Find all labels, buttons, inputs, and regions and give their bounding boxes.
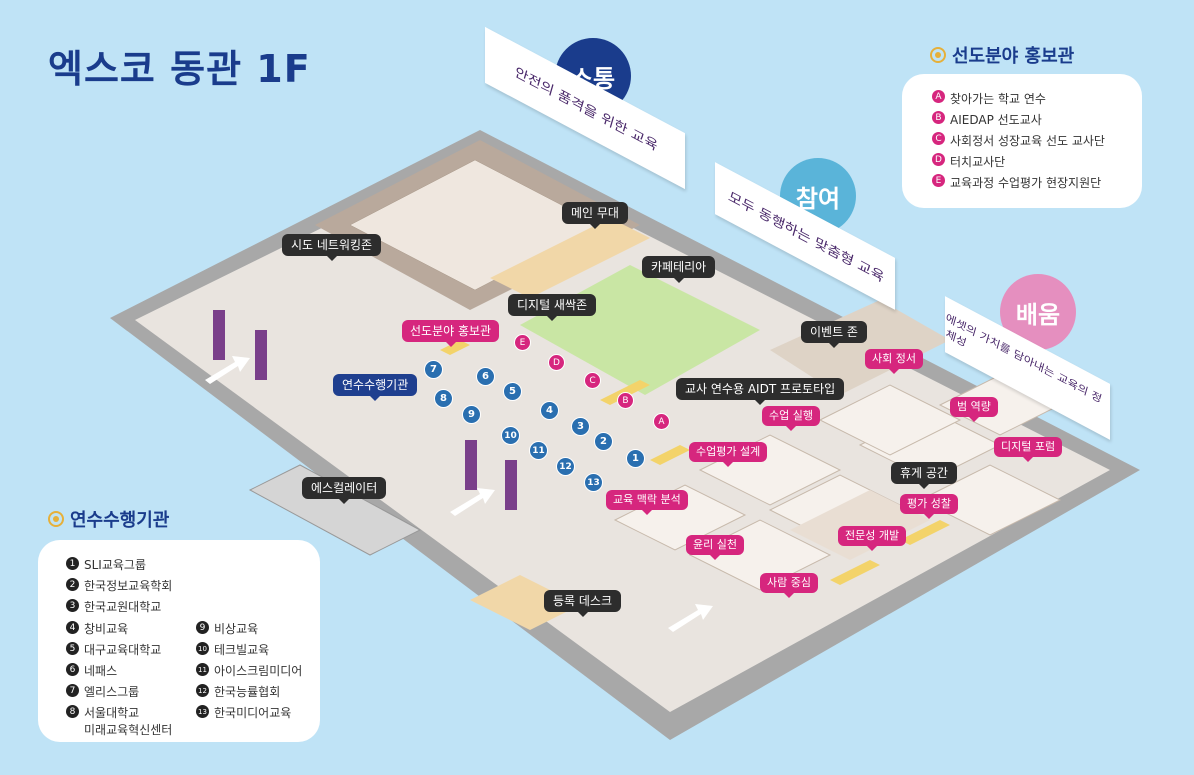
page-title: 엑스코 동관 1F xyxy=(48,47,311,91)
label-edu-context[interactable]: 교육 맥락 분석 xyxy=(606,490,688,515)
map-marker-6[interactable]: 6 xyxy=(476,367,495,386)
label-aidt[interactable]: 교사 연수용 AIDT 프로토타입 xyxy=(676,378,845,405)
sun-icon xyxy=(48,511,64,527)
label-lesson-eval-design[interactable]: 수업평가 설계 xyxy=(689,442,768,467)
label-lesson-practice[interactable]: 수업 실행 xyxy=(762,406,820,431)
main-stage xyxy=(490,218,650,298)
label-person-centered[interactable]: 사람 중심 xyxy=(760,573,818,598)
map-letter-D[interactable]: D xyxy=(548,354,565,371)
map-marker-10[interactable]: 10 xyxy=(501,426,520,445)
label-cafeteria[interactable]: 카페테리아 xyxy=(642,256,716,283)
leading-panel-heading: 선도분야 홍보관 xyxy=(930,42,1074,68)
map-marker-4[interactable]: 4 xyxy=(540,401,559,420)
map-marker-13[interactable]: 13 xyxy=(584,473,603,492)
label-main-stage[interactable]: 메인 무대 xyxy=(562,202,628,229)
label-ethics-practice[interactable]: 윤리 실천 xyxy=(686,535,744,560)
map-letter-B[interactable]: B xyxy=(617,392,634,409)
map-marker-3[interactable]: 3 xyxy=(571,417,590,436)
label-crime-capacity[interactable]: 범 역량 xyxy=(950,397,998,422)
label-rest-area[interactable]: 휴게 공간 xyxy=(891,462,957,489)
map-marker-5[interactable]: 5 xyxy=(503,382,522,401)
label-leading-hall[interactable]: 선도분야 홍보관 xyxy=(402,320,500,347)
training-panel-heading: 연수수행기관 xyxy=(48,506,169,532)
sun-icon xyxy=(930,47,946,63)
label-digital-forum[interactable]: 디지털 포럼 xyxy=(994,437,1063,462)
label-networking[interactable]: 시도 네트워킹존 xyxy=(282,234,382,261)
escalator-shape xyxy=(248,464,422,556)
label-social-emotion[interactable]: 사회 정서 xyxy=(865,349,923,374)
map-marker-12[interactable]: 12 xyxy=(556,457,575,476)
map-letter-E[interactable]: E xyxy=(514,334,531,351)
map-marker-11[interactable]: 11 xyxy=(529,441,548,460)
map-marker-2[interactable]: 2 xyxy=(594,432,613,451)
map-marker-7[interactable]: 7 xyxy=(424,360,443,379)
label-training-org[interactable]: 연수수행기관 xyxy=(333,374,418,401)
label-registration[interactable]: 등록 데스크 xyxy=(544,590,622,617)
map-letter-C[interactable]: C xyxy=(584,372,601,389)
map-marker-1[interactable]: 1 xyxy=(626,449,645,468)
label-event-zone[interactable]: 이벤트 존 xyxy=(801,321,867,348)
map-letter-A[interactable]: A xyxy=(653,413,670,430)
map-marker-8[interactable]: 8 xyxy=(434,389,453,408)
label-digital-sprout[interactable]: 디지털 새싹존 xyxy=(508,294,597,321)
label-expertise-dev[interactable]: 전문성 개발 xyxy=(838,526,907,551)
label-eval-reflection[interactable]: 평가 성찰 xyxy=(900,494,958,519)
label-escalator[interactable]: 에스컬레이터 xyxy=(302,477,387,504)
map-marker-9[interactable]: 9 xyxy=(462,405,481,424)
